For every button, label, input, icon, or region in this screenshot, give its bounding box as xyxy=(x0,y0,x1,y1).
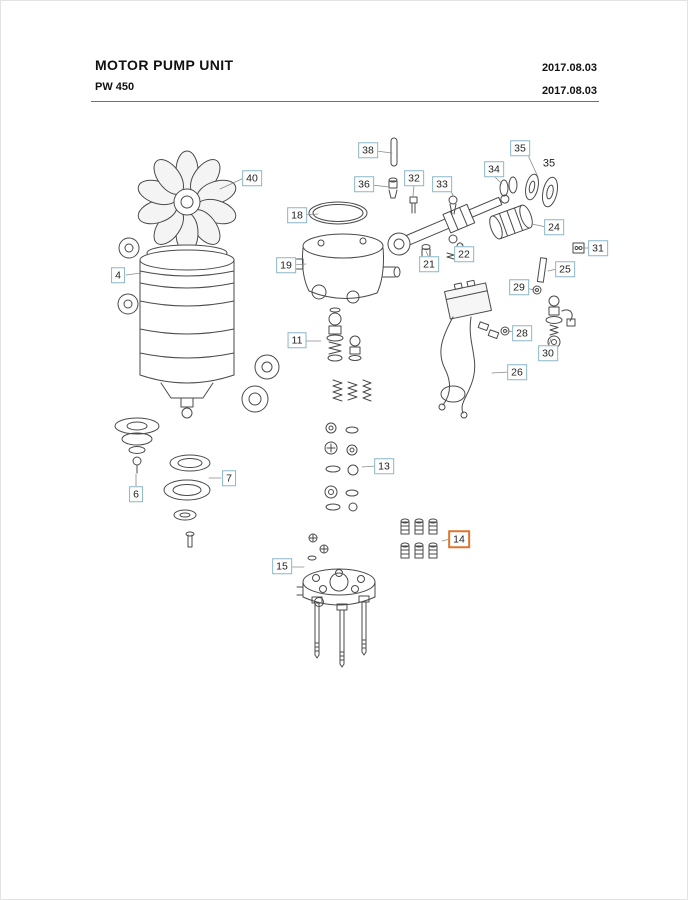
callout-25[interactable]: 25 xyxy=(555,261,575,277)
callout-31[interactable]: 31 xyxy=(588,240,608,256)
date-primary: 2017.08.03 xyxy=(541,62,597,74)
callout-29[interactable]: 29 xyxy=(509,279,529,295)
fitting-kit-illustration xyxy=(400,518,438,559)
callout-32[interactable]: 32 xyxy=(404,170,424,186)
end-cap-illustrations xyxy=(241,354,280,413)
date-secondary: 2017.08.03 xyxy=(541,85,597,97)
callout-24[interactable]: 24 xyxy=(544,219,564,235)
callout-19[interactable]: 19 xyxy=(276,257,296,273)
callout-11[interactable]: 11 xyxy=(287,332,307,348)
manifold-illustration xyxy=(296,568,376,607)
callout-14[interactable]: 14 xyxy=(448,530,470,548)
plate-illustration xyxy=(536,257,548,283)
callout-21[interactable]: 21 xyxy=(419,256,439,272)
screw-set-illustration xyxy=(307,533,329,561)
callout-35[interactable]: 35 xyxy=(510,140,530,156)
callout-22[interactable]: 22 xyxy=(454,246,474,262)
pulley-illustration xyxy=(114,417,160,474)
callout-26[interactable]: 26 xyxy=(507,364,527,380)
callout-13[interactable]: 13 xyxy=(374,458,394,474)
header-divider xyxy=(91,101,599,102)
valve-stack-illustration xyxy=(326,307,362,362)
callout-33[interactable]: 33 xyxy=(432,176,452,192)
o-ring-illustration xyxy=(308,201,368,225)
callout-4[interactable]: 4 xyxy=(111,267,125,283)
callout-15[interactable]: 15 xyxy=(272,558,292,574)
pressure-switch-illustration xyxy=(444,279,492,320)
cable-illustration xyxy=(438,316,500,419)
callout-7[interactable]: 7 xyxy=(222,470,236,486)
washer-illustrations xyxy=(499,173,559,208)
fan-illustration xyxy=(137,150,237,254)
callout-28[interactable]: 28 xyxy=(512,325,532,341)
callout-6[interactable]: 6 xyxy=(129,486,143,502)
valve-kit-illustration xyxy=(324,422,359,512)
seal-kit-illustration xyxy=(163,454,211,548)
callout-34[interactable]: 34 xyxy=(484,161,504,177)
callout-30[interactable]: 30 xyxy=(538,345,558,361)
spring-illustrations xyxy=(332,379,372,402)
motor-mount-illustrations xyxy=(117,237,140,315)
callout-40[interactable]: 40 xyxy=(242,170,262,186)
callout-38[interactable]: 38 xyxy=(358,142,378,158)
motor-illustration xyxy=(139,244,235,419)
callout-18[interactable]: 18 xyxy=(287,207,307,223)
page-title: MOTOR PUMP UNIT xyxy=(95,57,234,73)
callout-35-plain: 35 xyxy=(542,157,556,170)
model-number: PW 450 xyxy=(95,81,135,93)
bolt-illustrations xyxy=(311,595,370,668)
coupling-illustration xyxy=(489,204,533,240)
unloader-illustration xyxy=(545,295,576,349)
callout-36[interactable]: 36 xyxy=(354,176,374,192)
pump-head-illustration xyxy=(285,233,401,304)
